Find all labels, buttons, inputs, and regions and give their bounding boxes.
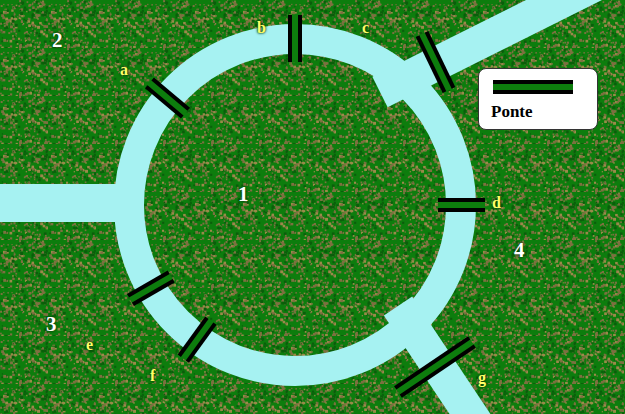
bridge — [395, 338, 475, 396]
bridge-symbol — [479, 69, 599, 103]
bridge — [146, 79, 188, 117]
bridge — [179, 318, 215, 362]
bridge — [417, 32, 453, 92]
bridge-letter: f — [150, 368, 155, 384]
bridge-letter: d — [492, 195, 501, 211]
bridge-letter: a — [120, 62, 128, 78]
bridge — [438, 200, 485, 210]
bridge-letter: b — [257, 20, 266, 36]
bridge — [128, 272, 174, 304]
river — [0, 0, 600, 414]
region-number: 1 — [238, 184, 249, 205]
bridge-letter: g — [478, 370, 486, 386]
region-number: 2 — [52, 30, 63, 51]
legend-box: Ponte — [478, 68, 598, 130]
bridge-letter: e — [86, 337, 93, 353]
bridges — [128, 15, 485, 396]
region-number: 4 — [514, 240, 525, 261]
bridge — [290, 15, 300, 62]
region-number: 3 — [46, 314, 57, 335]
bridge-letter: c — [362, 20, 369, 36]
legend-text: Ponte — [491, 103, 533, 120]
